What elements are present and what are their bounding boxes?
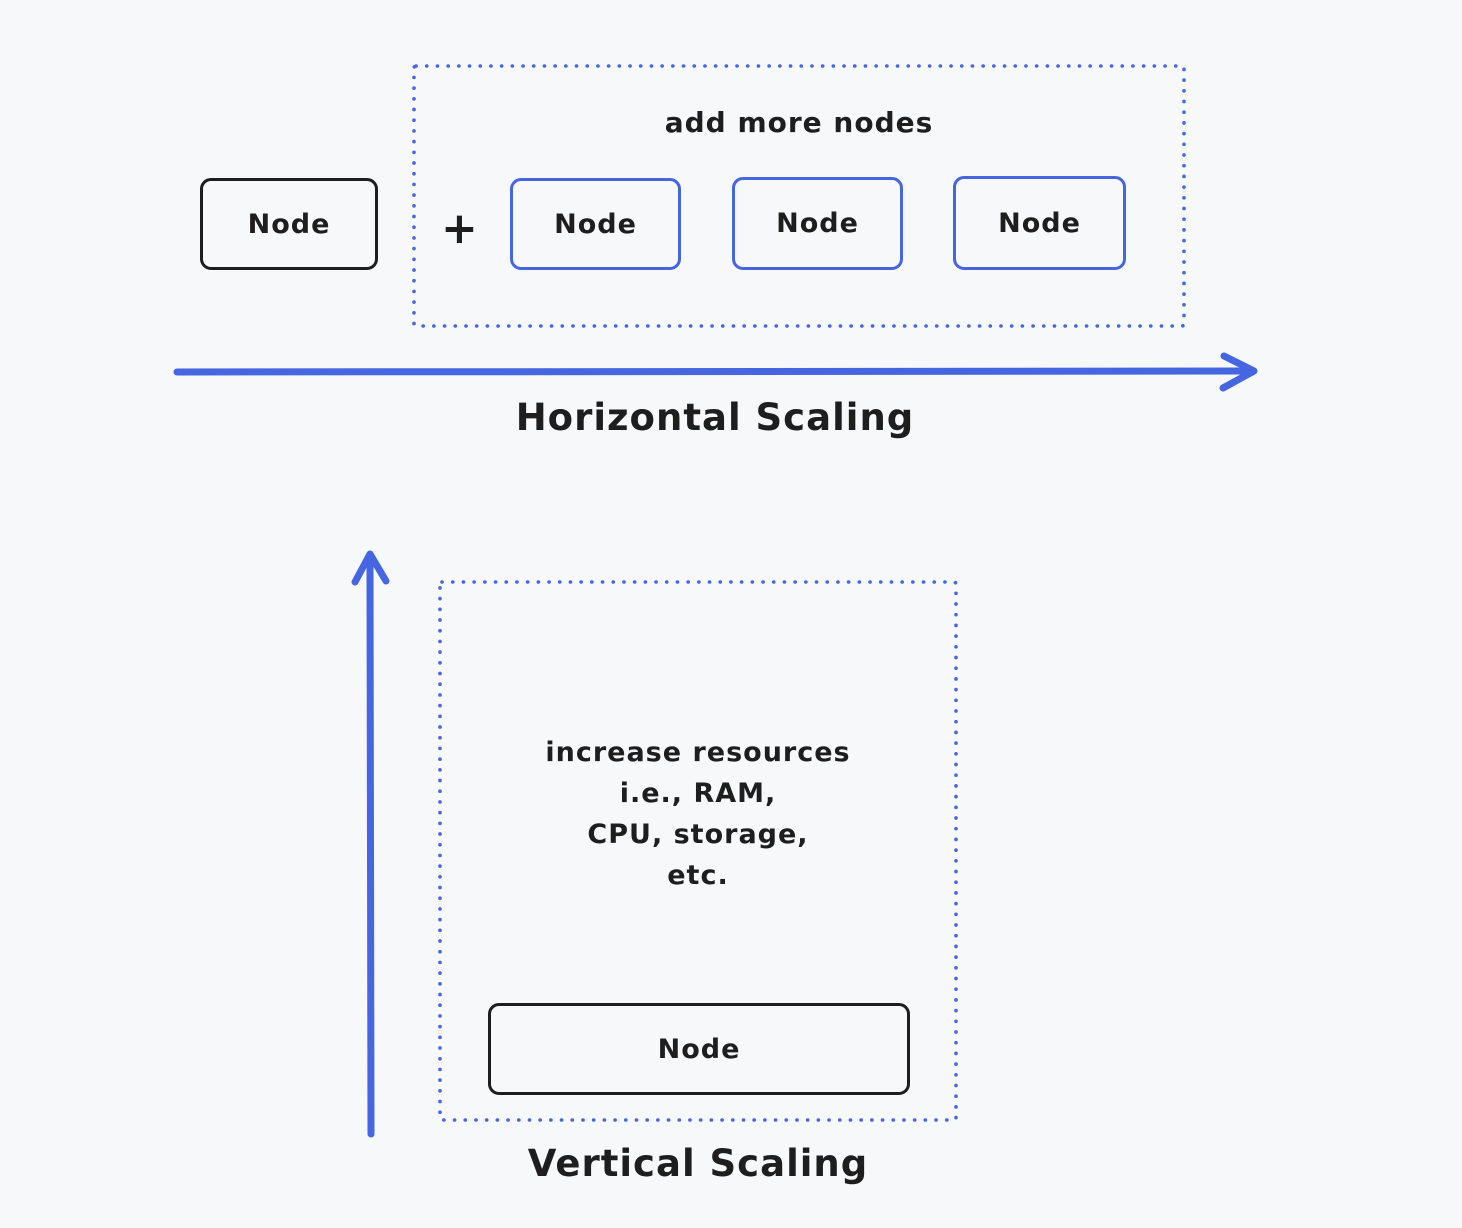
caption-line: increase resources bbox=[545, 737, 851, 768]
node-label: Node bbox=[657, 1033, 741, 1065]
group-caption: add more nodes bbox=[664, 106, 934, 139]
caption-line: CPU, storage, bbox=[587, 819, 809, 850]
horizontal-scaling-label: Horizontal Scaling bbox=[515, 396, 915, 439]
node-box-standalone: Node bbox=[200, 178, 378, 270]
node-label: Node bbox=[247, 208, 331, 240]
node-box: Node bbox=[732, 177, 903, 270]
arrow-up-icon bbox=[346, 548, 394, 1140]
dotted-border bbox=[438, 580, 958, 1122]
node-label: Node bbox=[998, 207, 1081, 239]
node-box: Node bbox=[953, 176, 1126, 270]
group-caption: increase resources i.e., RAM, CPU, stora… bbox=[438, 732, 958, 896]
caption-line: i.e., RAM, bbox=[619, 778, 777, 809]
node-box-vertical: Node bbox=[488, 1003, 910, 1095]
node-box: Node bbox=[510, 178, 681, 270]
caption-line: etc. bbox=[667, 860, 729, 891]
node-label: Node bbox=[554, 208, 637, 240]
increase-resources-group: increase resources i.e., RAM, CPU, stora… bbox=[438, 580, 958, 1122]
add-more-nodes-group: add more nodes bbox=[412, 64, 1186, 328]
arrow-right-icon bbox=[172, 352, 1264, 396]
plus-sign: + bbox=[441, 203, 478, 254]
node-label: Node bbox=[776, 208, 859, 239]
vertical-scaling-label: Vertical Scaling bbox=[527, 1142, 869, 1185]
dotted-border bbox=[412, 64, 1186, 328]
